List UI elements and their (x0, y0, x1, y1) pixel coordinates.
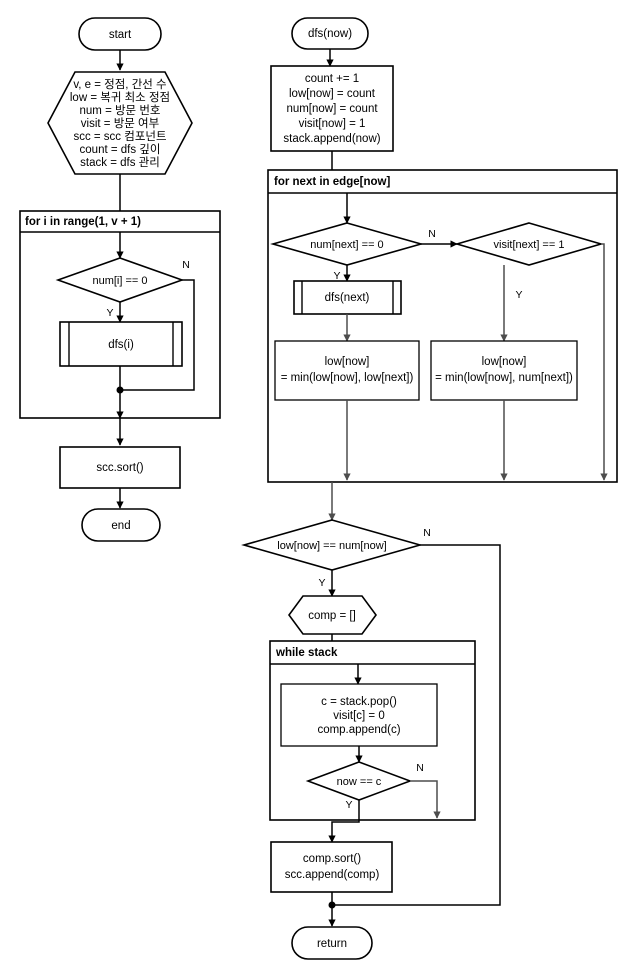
decision-num-next-zero: num[next] == 0 (270, 222, 424, 266)
decision-num-next-zero-label: num[next] == 0 (310, 239, 383, 251)
decision-low-equals-num-yes-label: Y (318, 577, 325, 589)
declaration-line-1: v, e = 정점, 간선 수 (73, 78, 166, 91)
decision-num-next-no-label: N (428, 228, 436, 240)
start-terminal-label: start (109, 29, 132, 41)
decision-low-equals-num-no-label: N (423, 527, 431, 539)
process-low-min-num-next-line-1: low[now] (482, 356, 527, 368)
return-terminal: return (291, 926, 373, 960)
process-comp-sort: comp.sort() scc.append(comp) (270, 841, 393, 893)
decision-low-equals-num-label: low[now] == num[now] (277, 540, 386, 552)
for-next-loop-container: for next in edge[now] (267, 169, 618, 483)
declaration-hexagon: v, e = 정점, 간선 수 low = 복귀 최소 정점 num = 방문 … (47, 71, 193, 175)
subroutine-dfs-next-label: dfs(next) (325, 292, 370, 304)
connector-visitnext-no-bypass (600, 243, 608, 481)
declaration-line-5: scc = scc 컴포넌트 (73, 130, 166, 143)
dfs-now-terminal: dfs(now) (291, 17, 369, 50)
process-dfs-init: count += 1 low[now] = count num[now] = c… (270, 65, 394, 152)
process-stack-pop-line-3: comp.append(c) (317, 724, 400, 736)
for-i-loop-label: for i in range(1, v + 1) (25, 216, 141, 228)
subroutine-dfs-next: dfs(next) (293, 280, 402, 315)
process-stack-pop-line-1: c = stack.pop() (321, 696, 397, 708)
subroutine-dfs-i: dfs(i) (59, 321, 183, 367)
decision-num-next-yes-label: Y (333, 270, 340, 282)
decision-now-equals-c: now == c (305, 761, 413, 801)
decision-num-i-zero-yes-label: Y (106, 307, 113, 319)
decision-visit-next-yes-label: Y (515, 289, 522, 301)
process-comp-sort-line-1: comp.sort() (303, 853, 361, 865)
decision-num-i-zero: num[i] == 0 (55, 257, 185, 303)
preparation-comp-init: comp = [] (288, 595, 377, 635)
process-stack-pop: c = stack.pop() visit[c] = 0 comp.append… (280, 683, 438, 747)
process-low-min-num-next-line-2: = min(low[now], num[next]) (435, 372, 573, 384)
end-terminal-label: end (111, 520, 130, 532)
declaration-line-3: num = 방문 번호 (80, 104, 161, 117)
decision-now-equals-c-no-label: N (416, 762, 424, 774)
decision-visit-next-one-label: visit[next] == 1 (494, 239, 565, 251)
process-low-min-low-next-line-1: low[now] (325, 356, 370, 368)
decision-visit-next-one: visit[next] == 1 (454, 222, 604, 266)
decision-num-i-zero-label: num[i] == 0 (92, 275, 147, 287)
preparation-comp-init-label: comp = [] (308, 610, 356, 622)
declaration-line-6: count = dfs 깊이 (80, 143, 161, 156)
connector-decision-no-bypass (120, 279, 195, 391)
end-terminal: end (81, 508, 161, 542)
process-dfs-init-line-5: stack.append(now) (283, 133, 380, 145)
connector-nowc-yes-to-compsort (328, 800, 360, 843)
start-terminal: start (78, 17, 162, 51)
declaration-line-2: low = 복귀 최소 정점 (70, 91, 170, 104)
process-low-min-low-next: low[now] = min(low[now], low[next]) (274, 340, 420, 401)
process-low-min-low-next-line-2: = min(low[now], low[next]) (281, 372, 414, 384)
return-terminal-label: return (317, 938, 347, 950)
process-dfs-init-line-4: visit[now] = 1 (299, 118, 366, 130)
decision-low-equals-num: low[now] == num[now] (241, 519, 423, 571)
process-low-min-num-next: low[now] = min(low[now], num[next]) (430, 340, 578, 401)
process-stack-pop-line-2: visit[c] = 0 (333, 710, 384, 722)
dfs-now-terminal-label: dfs(now) (308, 28, 352, 40)
process-dfs-init-line-2: low[now] = count (289, 88, 376, 100)
declaration-line-4: visit = 방문 여부 (81, 117, 159, 130)
decision-now-equals-c-yes-label: Y (345, 799, 352, 811)
process-scc-sort: scc.sort() (59, 446, 181, 489)
process-comp-sort-line-2: scc.append(comp) (285, 869, 380, 881)
decision-num-i-zero-no-label: N (182, 259, 190, 271)
subroutine-dfs-i-label: dfs(i) (108, 339, 134, 351)
decision-now-equals-c-label: now == c (337, 776, 382, 788)
connector-nowc-no-loopback (410, 780, 441, 819)
for-next-loop-label: for next in edge[now] (274, 176, 390, 188)
connector-lownum-no-to-return (332, 544, 501, 906)
declaration-line-7: stack = dfs 관리 (80, 156, 160, 169)
while-stack-loop-label: while stack (275, 647, 338, 659)
process-dfs-init-line-1: count += 1 (305, 73, 359, 85)
process-scc-sort-label: scc.sort() (96, 462, 143, 474)
process-dfs-init-line-3: num[now] = count (286, 103, 378, 115)
